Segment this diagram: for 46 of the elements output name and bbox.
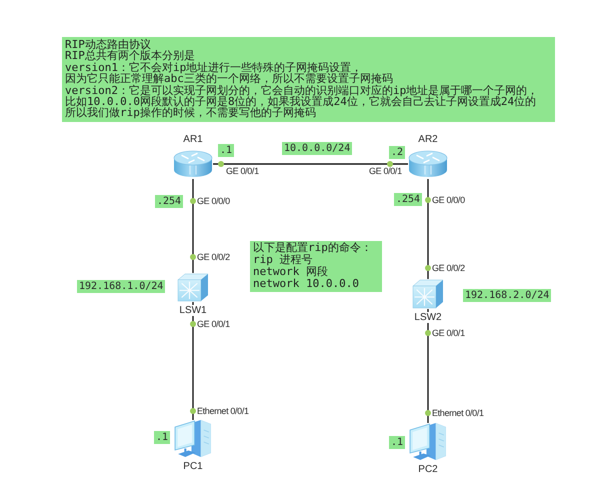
command-text: 以下是配置rip的命令： xyxy=(253,242,372,254)
computer-icon xyxy=(173,420,213,458)
network-cable xyxy=(427,179,429,279)
ip-address-tag: .1 xyxy=(389,436,406,449)
note-text: version1：它不会对ip地址进行一些特殊的子网掩码设置， xyxy=(65,62,362,74)
port-label: GE 0/0/0 xyxy=(432,195,465,205)
network-cable xyxy=(427,309,429,423)
network-cable xyxy=(192,302,194,420)
ip-address-tag: 192.168.2.0/24 xyxy=(463,289,552,302)
note-text: 比如10.0.0.0网段默认的子网是8位的，如果我设置成24位，它就会自己去让子网设置成24位的 xyxy=(65,96,536,108)
device-name: PC2 xyxy=(417,464,439,475)
note-text: RIP动态路由协议 xyxy=(65,39,151,50)
device-name: LSW1 xyxy=(178,305,208,316)
device-name: PC1 xyxy=(182,461,204,472)
port-label: GE 0/0/1 xyxy=(369,166,402,176)
ip-address-tag: .1 xyxy=(218,144,234,157)
router-icon xyxy=(173,149,213,179)
port-label: GE 0/0/0 xyxy=(197,196,230,206)
note-text: RIP总共有两个版本分别是 xyxy=(65,50,195,62)
note-text: 因为它只能正常理解abc三类的一个网络，所以不需要设置子网掩码 xyxy=(65,73,393,85)
ip-address-tag: .254 xyxy=(394,193,422,206)
port-label: GE 0/0/1 xyxy=(432,328,465,338)
device-name: AR1 xyxy=(182,134,204,145)
port-label: GE 0/0/1 xyxy=(197,319,230,329)
command-text: network 网段 xyxy=(253,266,328,278)
switch-icon xyxy=(412,279,444,309)
port-label: Ethernet 0/0/1 xyxy=(197,406,249,416)
ip-address-tag: .254 xyxy=(155,195,184,208)
command-text: rip 进程号 xyxy=(253,254,312,266)
ip-address-tag: 192.168.1.0/24 xyxy=(77,280,166,293)
network-cable xyxy=(192,179,194,273)
command-text: network 10.0.0.0 xyxy=(253,278,359,290)
port-label: GE 0/0/1 xyxy=(226,166,259,176)
port-label: GE 0/0/2 xyxy=(432,263,465,273)
port-label: Ethernet 0/0/1 xyxy=(432,408,484,418)
device-name: AR2 xyxy=(417,134,439,145)
ip-address-tag: .2 xyxy=(389,146,406,159)
device-name: LSW2 xyxy=(413,312,443,323)
note-text: version2：它是可以实现子网划分的，它会自动的识别端口对应的ip地址是属于哪一个子网的， xyxy=(65,84,538,96)
ip-address-tag: 10.0.0.0/24 xyxy=(282,142,352,155)
ip-address-tag: .1 xyxy=(154,431,170,444)
router-icon xyxy=(408,149,448,179)
port-label: GE 0/0/2 xyxy=(197,252,230,262)
network-cable xyxy=(213,163,408,165)
computer-icon xyxy=(408,423,448,461)
switch-icon xyxy=(177,273,209,302)
